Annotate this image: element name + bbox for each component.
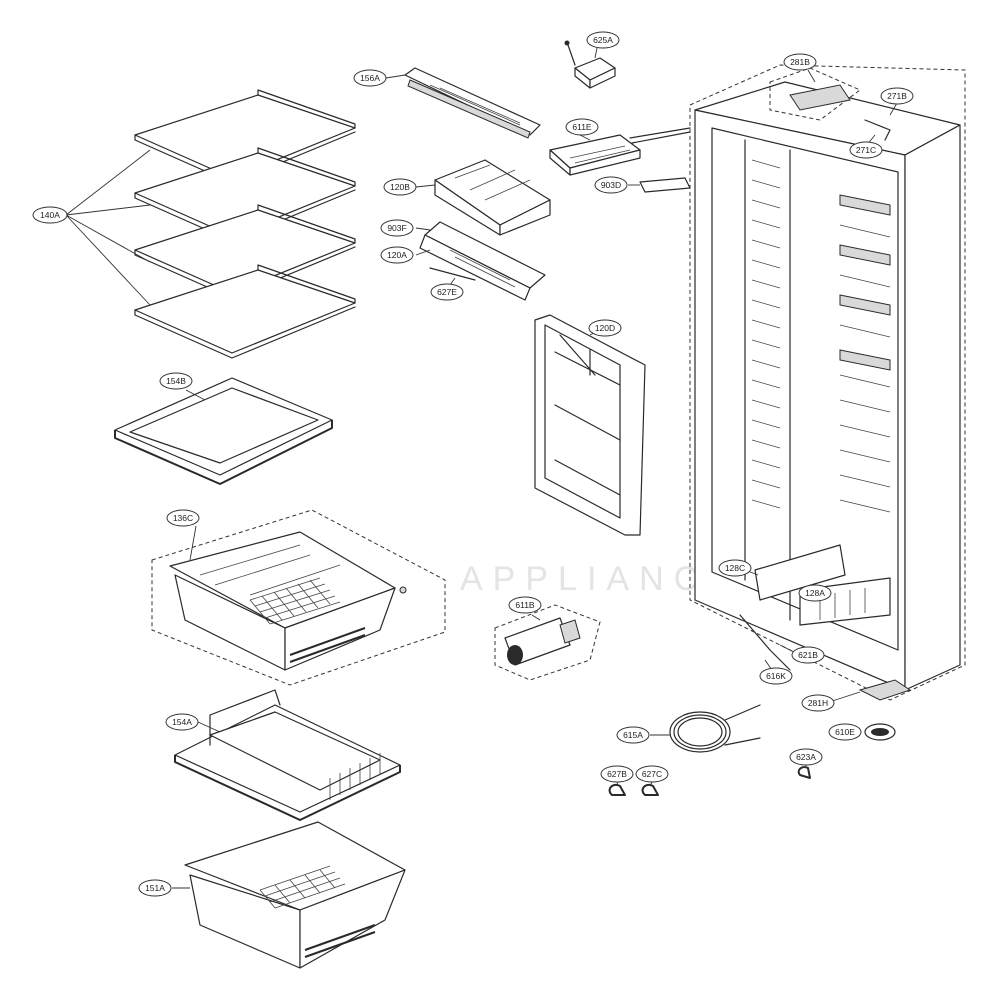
label-611B: 611B <box>508 596 542 614</box>
label-610E: 610E <box>828 723 862 741</box>
right-wall-ribs <box>839 194 891 513</box>
svg-text:156A: 156A <box>360 73 380 83</box>
label-621B: 621B <box>791 646 825 664</box>
svg-text:120B: 120B <box>390 182 410 192</box>
svg-text:903D: 903D <box>601 180 621 190</box>
svg-text:615A: 615A <box>623 730 643 740</box>
fan-cover-box <box>415 159 551 236</box>
filter-assembly <box>494 604 601 681</box>
top-cover-strip <box>385 67 541 139</box>
label-120B: 120B <box>383 178 417 196</box>
svg-text:151A: 151A <box>145 883 165 893</box>
label-615A: 615A <box>616 726 650 744</box>
svg-text:271C: 271C <box>856 145 876 155</box>
glass-shelf-1 <box>134 89 356 184</box>
water-tube-coil <box>650 704 761 753</box>
svg-text:611E: 611E <box>572 122 592 132</box>
label-627C: 627C <box>635 765 669 783</box>
label-151A: 151A <box>138 879 172 897</box>
dispenser-housing <box>549 127 691 176</box>
svg-text:128A: 128A <box>805 588 825 598</box>
svg-text:120A: 120A <box>387 250 407 260</box>
evaporator-panel <box>534 314 646 536</box>
svg-text:154A: 154A <box>172 717 192 727</box>
label-136C: 136C <box>166 509 200 527</box>
glass-shelf-3 <box>134 204 356 299</box>
label-128A: 128A <box>798 584 832 602</box>
label-154B: 154B <box>159 372 193 390</box>
clips <box>608 764 811 796</box>
glass-shelf-2 <box>134 147 356 242</box>
label-627B: 627B <box>600 765 634 783</box>
svg-text:627E: 627E <box>437 287 457 297</box>
label-120D: 120D <box>588 319 622 337</box>
fan-bracket <box>415 221 546 301</box>
svg-text:120D: 120D <box>595 323 615 333</box>
sensor-assembly <box>564 40 616 89</box>
svg-text:128C: 128C <box>725 563 745 573</box>
svg-text:610E: 610E <box>835 727 855 737</box>
svg-text:627B: 627B <box>607 769 627 779</box>
drawer-cover <box>174 689 401 821</box>
svg-text:140A: 140A <box>40 210 60 220</box>
svg-text:625A: 625A <box>593 35 613 45</box>
label-271C: 271C <box>849 141 883 159</box>
label-903D: 903D <box>594 176 628 194</box>
svg-text:611B: 611B <box>515 600 535 610</box>
glass-shelves <box>65 89 356 359</box>
label-623A: 623A <box>789 748 823 766</box>
svg-text:136C: 136C <box>173 513 193 523</box>
label-120A: 120A <box>380 246 414 264</box>
label-128C: 128C <box>718 559 752 577</box>
label-903F: 903F <box>380 219 414 237</box>
bottom-drawer-grid <box>259 865 346 909</box>
label-140A: 140A <box>32 206 68 224</box>
label-625A: 625A <box>586 31 620 49</box>
svg-text:281H: 281H <box>808 698 828 708</box>
crisper-grid <box>249 577 341 625</box>
label-627E: 627E <box>430 283 464 301</box>
label-156A: 156A <box>353 69 387 87</box>
shelf-frame <box>114 377 333 485</box>
svg-text:623A: 623A <box>796 752 816 762</box>
label-281B: 281B <box>783 53 817 71</box>
svg-text:154B: 154B <box>166 376 186 386</box>
strip-part <box>628 177 691 193</box>
glass-shelf-4 <box>134 264 356 359</box>
label-154A: 154A <box>165 713 199 731</box>
svg-text:271B: 271B <box>887 91 907 101</box>
svg-text:903F: 903F <box>387 223 406 233</box>
label-611E: 611E <box>565 118 599 136</box>
left-wall-ribs <box>751 159 781 509</box>
svg-text:616K: 616K <box>766 671 786 681</box>
label-271B: 271B <box>880 87 914 105</box>
label-616K: 616K <box>759 667 793 685</box>
crisper-drawer <box>151 509 446 686</box>
label-281H: 281H <box>801 694 835 712</box>
bottom-drawer <box>172 821 406 969</box>
svg-text:281B: 281B <box>790 57 810 67</box>
refrigerator-cabinet <box>689 64 966 704</box>
seal-ring <box>864 723 896 741</box>
svg-text:627C: 627C <box>642 769 662 779</box>
part-labels: 140A 156A 625A 281B 271B 271C 611E 903D … <box>32 31 914 897</box>
svg-text:621B: 621B <box>798 650 818 660</box>
